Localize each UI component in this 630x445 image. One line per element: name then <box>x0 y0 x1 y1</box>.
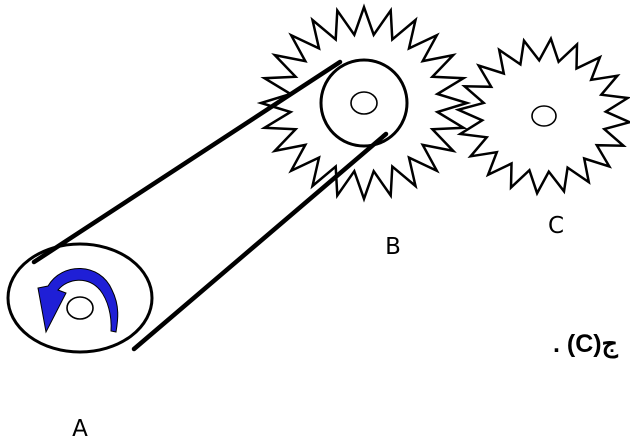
belt <box>31 59 389 352</box>
caption-fragment: . (C)ج <box>553 330 619 359</box>
belt-upper-strand <box>31 59 343 265</box>
label-c: C <box>548 213 564 239</box>
pulley-a <box>6 242 154 354</box>
gear-b <box>256 3 472 203</box>
label-a: A <box>72 416 88 442</box>
gear-c <box>454 35 630 197</box>
gear-c-hub <box>531 105 557 127</box>
pulley-a-hub <box>66 296 94 320</box>
gear-b-hub <box>350 91 378 115</box>
rotation-arrow-icon <box>37 268 119 334</box>
label-b: B <box>385 234 401 260</box>
belt-lower-strand <box>131 131 389 352</box>
